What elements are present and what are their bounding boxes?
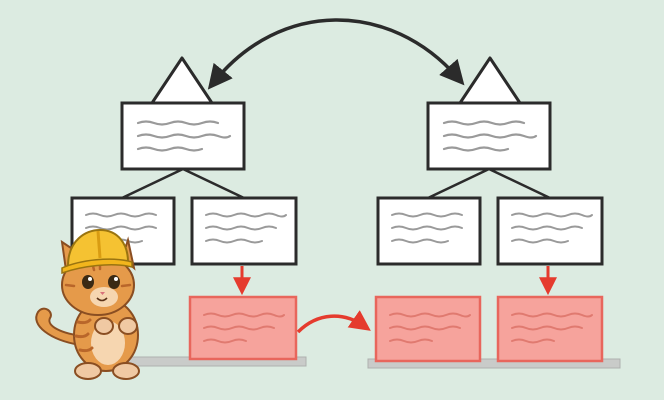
right-red-block-1 bbox=[374, 295, 482, 363]
left-red-block-text bbox=[203, 312, 285, 344]
cat-paw-left bbox=[94, 317, 114, 335]
hard-hat-ridge bbox=[96, 230, 102, 259]
right-child-box-2 bbox=[496, 196, 604, 266]
left-root-text bbox=[136, 120, 232, 152]
right-red-block-2 bbox=[496, 295, 604, 363]
cat-foot-right bbox=[112, 362, 140, 380]
cat-eye-left-highlight bbox=[88, 277, 92, 281]
right-child-box-1 bbox=[376, 196, 482, 266]
left-child-box-2 bbox=[190, 196, 298, 266]
right-root-triangle bbox=[458, 56, 522, 105]
cat-nose bbox=[100, 292, 105, 295]
transfer-arrow bbox=[296, 310, 371, 334]
left-branch-lines bbox=[121, 167, 245, 200]
right-red-block-2-text bbox=[511, 312, 593, 344]
right-child-1-text bbox=[391, 212, 463, 244]
cat-foot-left bbox=[74, 362, 102, 380]
cat-eye-left bbox=[82, 275, 94, 289]
left-child-2-text bbox=[205, 212, 287, 244]
right-shelf bbox=[367, 358, 621, 369]
cat-eye-right bbox=[108, 275, 120, 289]
cat-tail bbox=[35, 307, 85, 346]
right-root-text bbox=[442, 120, 538, 152]
left-tree bbox=[70, 56, 307, 367]
cat-muzzle bbox=[90, 287, 118, 307]
cat-body-stripes bbox=[74, 318, 94, 353]
right-branch-lines bbox=[427, 167, 551, 200]
hard-hat-brim bbox=[61, 258, 133, 275]
swap-arrow bbox=[207, 18, 465, 90]
cat-paw-right bbox=[118, 317, 138, 335]
cat-mouth bbox=[96, 297, 108, 302]
left-root-triangle bbox=[150, 56, 214, 105]
right-red-block-1-text bbox=[389, 312, 471, 344]
cat-with-hard-hat-icon bbox=[35, 228, 140, 380]
right-child-2-text bbox=[511, 212, 593, 244]
right-tree bbox=[367, 56, 621, 369]
cat-eye-right-highlight bbox=[114, 277, 118, 281]
